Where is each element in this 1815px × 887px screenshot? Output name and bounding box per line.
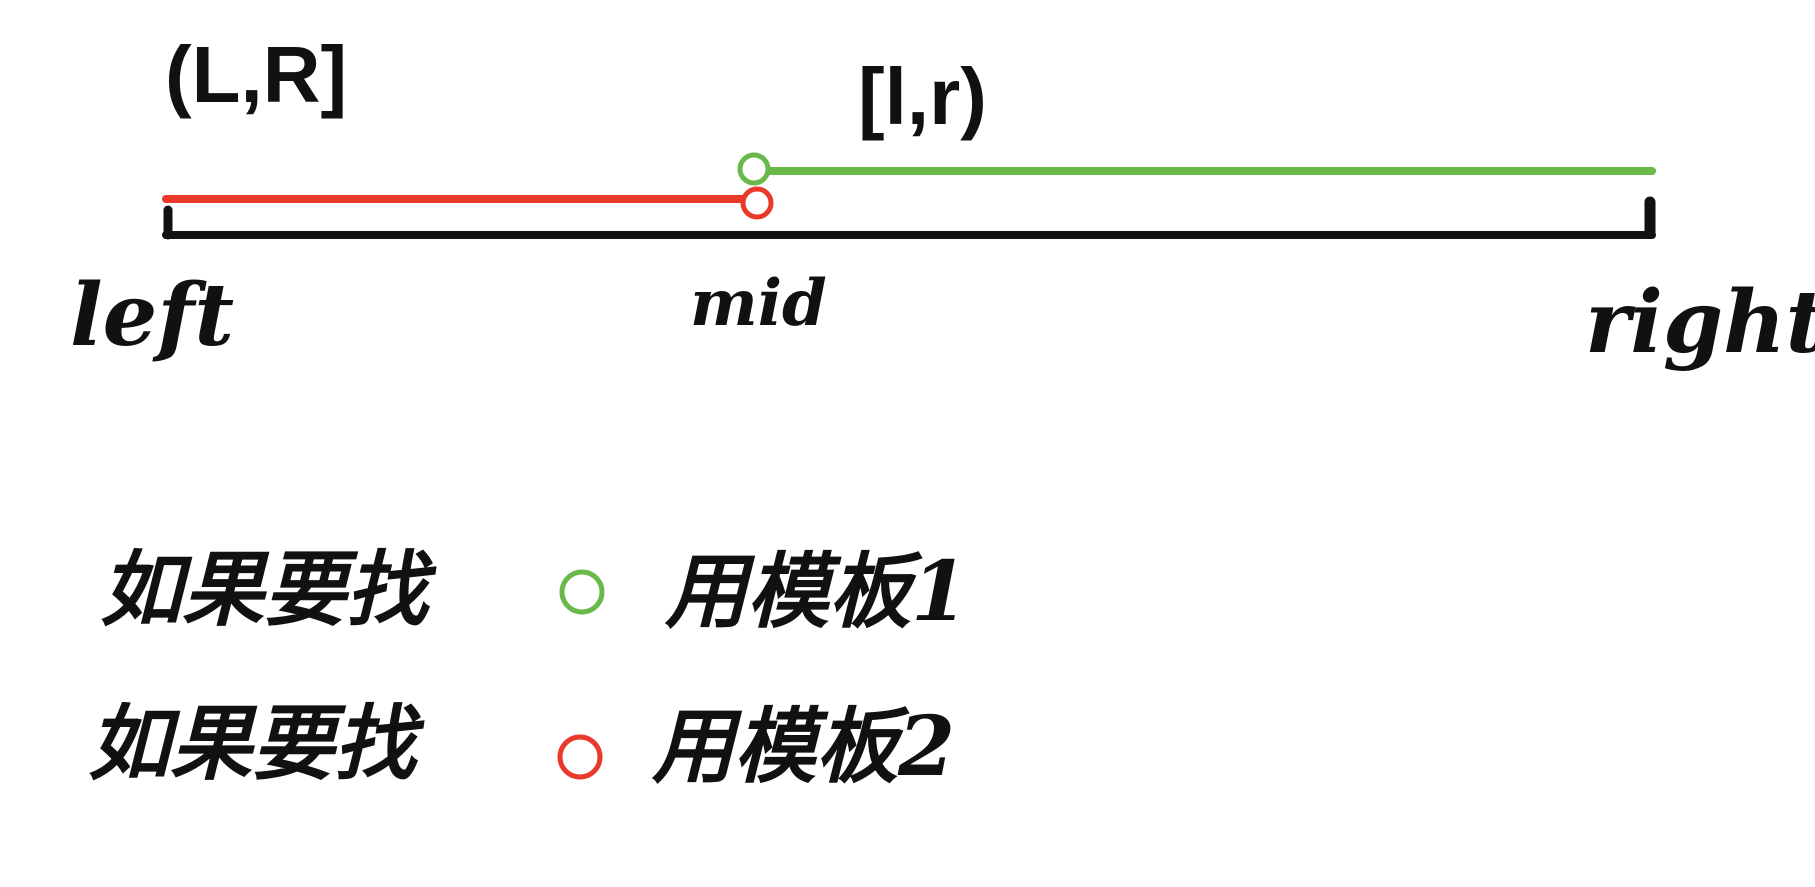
- left-label: left: [70, 265, 234, 366]
- red-circle-marker: [557, 734, 603, 780]
- red-interval-label: (L,R]: [165, 30, 347, 119]
- rule-row: 如果要找 用模板1: [100, 542, 968, 640]
- mid-label: mid: [690, 266, 827, 341]
- right-label: right: [1585, 272, 1815, 373]
- red-open-endpoint: [740, 186, 774, 220]
- green-interval-label: [l,r): [858, 52, 987, 141]
- rule-prefix: 如果要找: [100, 542, 437, 638]
- rule-suffix: 用模板1: [664, 544, 968, 640]
- rule-prefix: 如果要找: [88, 696, 425, 792]
- green-open-endpoint: [737, 152, 771, 186]
- green-circle-marker: [559, 569, 605, 615]
- rule-row: 如果要找 用模板2: [88, 696, 955, 795]
- rule-suffix: 用模板2: [651, 699, 955, 795]
